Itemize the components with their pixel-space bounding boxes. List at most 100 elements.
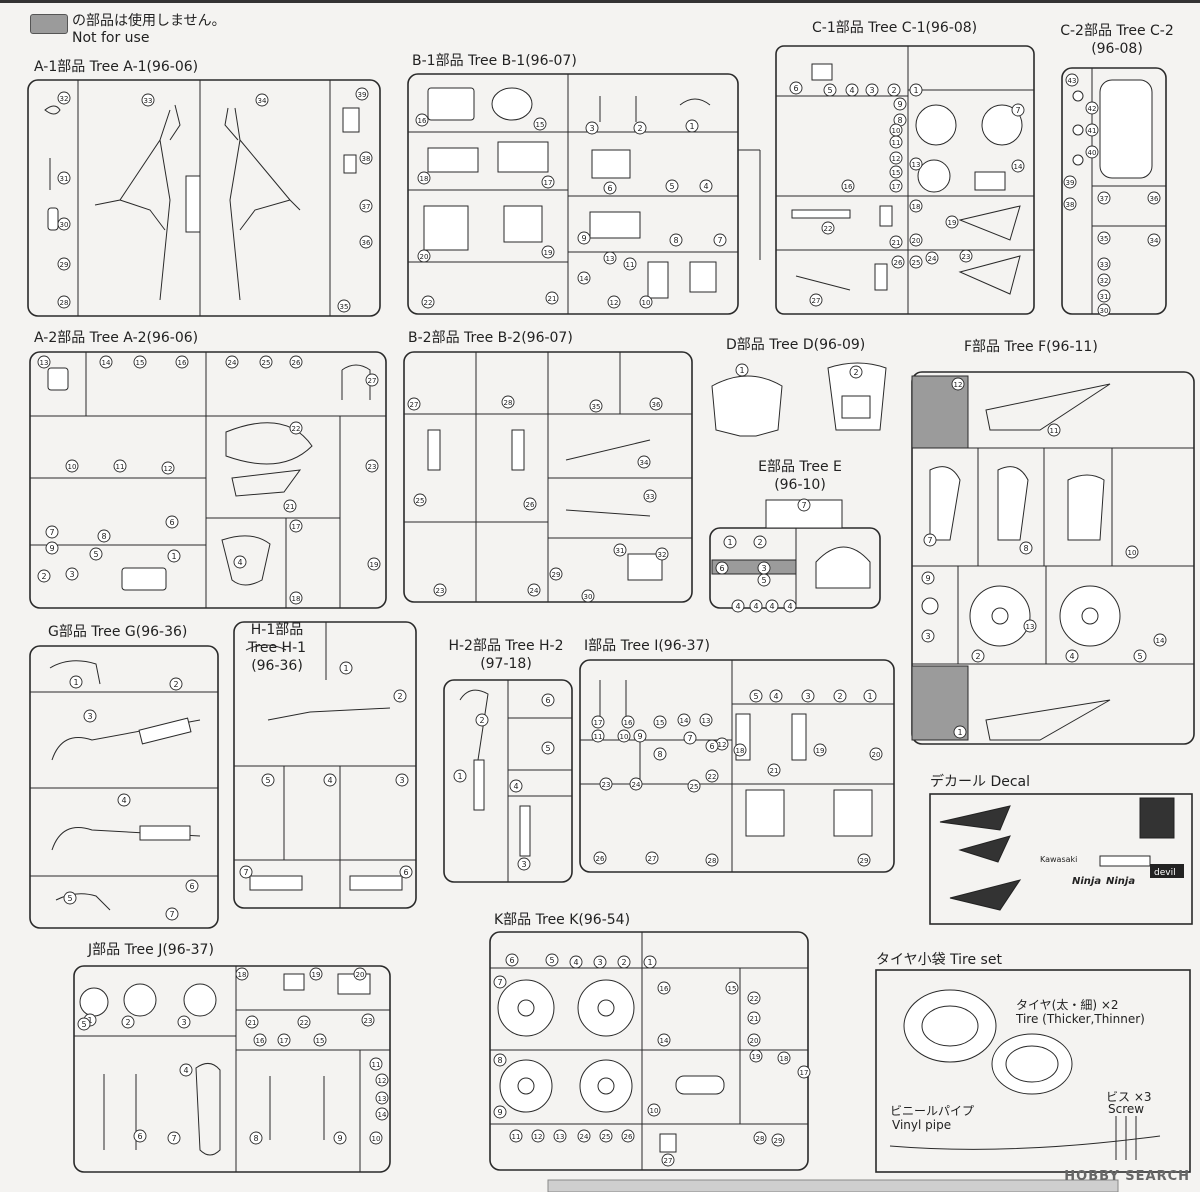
part-number-marker: 15: [653, 715, 667, 729]
part-number-marker: 33: [1097, 257, 1111, 271]
part-number-marker: 17: [889, 179, 903, 193]
part-number-marker: 25: [259, 355, 273, 369]
part-number: 39: [1066, 179, 1075, 187]
part-number: 8: [897, 116, 902, 125]
part-number: 8: [497, 1056, 502, 1065]
part-number-marker: 4: [509, 779, 523, 793]
part-number-marker: 23: [433, 583, 447, 597]
part-number: 4: [183, 1066, 188, 1075]
part-number-marker: 24: [925, 251, 939, 265]
part-number-marker: 23: [365, 459, 379, 473]
tree-d-parts: [711, 362, 887, 437]
part-number-marker: 5: [77, 1017, 91, 1031]
part-number-marker: 22: [297, 1015, 311, 1029]
part-number-marker: 12: [889, 151, 903, 165]
part-number: 15: [728, 985, 737, 993]
part-number-marker: 4: [569, 955, 583, 969]
part-number-marker: 5: [261, 773, 275, 787]
part-number-marker: 20: [417, 249, 431, 263]
tree-c2-label-line2: (96-08): [1091, 41, 1143, 57]
part-number: 8: [101, 532, 106, 541]
part-number: 2: [621, 958, 626, 967]
part-number-marker: 18: [909, 199, 923, 213]
part-number: 22: [424, 299, 433, 307]
part-number-marker: 6: [705, 739, 719, 753]
part-number: 4: [849, 86, 854, 95]
part-number-marker: 1: [909, 83, 923, 97]
part-number-marker: 4: [323, 773, 337, 787]
part-number: 7: [927, 536, 932, 545]
vinyl-pipe-label-en: Vinyl pipe: [892, 1118, 952, 1132]
part-number: 27: [812, 297, 821, 305]
part-number: 13: [702, 717, 711, 725]
part-number-marker: 8: [249, 1131, 263, 1145]
part-number: 2: [125, 1018, 130, 1027]
part-number: 9: [337, 1134, 342, 1143]
part-number-marker: 3: [83, 709, 97, 723]
part-number-marker: 27: [407, 397, 421, 411]
part-number-marker: 7: [1011, 103, 1025, 117]
part-number-marker: 13: [37, 355, 51, 369]
part-number-marker: 19: [945, 215, 959, 229]
part-number-marker: 3: [395, 773, 409, 787]
part-number: 2: [637, 124, 642, 133]
part-number: 23: [602, 781, 611, 789]
part-number-marker: 11: [889, 135, 903, 149]
part-number-marker: 6: [505, 953, 519, 967]
part-number: 4: [787, 602, 792, 611]
part-number: 8: [1023, 544, 1028, 553]
part-number: 16: [624, 719, 633, 727]
part-number: 12: [954, 381, 963, 389]
part-number: 6: [403, 868, 408, 877]
part-number-marker: 25: [413, 493, 427, 507]
part-number: 15: [656, 719, 665, 727]
part-number: 21: [770, 767, 779, 775]
part-number-marker: 20: [353, 967, 367, 981]
part-number-marker: 32: [655, 547, 669, 561]
part-number: 19: [752, 1053, 761, 1061]
part-number-marker: 14: [1153, 633, 1167, 647]
part-number-marker: 1: [735, 363, 749, 377]
tire-label-en: Tire (Thicker,Thinner): [1016, 1012, 1145, 1026]
part-number: 27: [648, 855, 657, 863]
tree-k-frame: [489, 931, 809, 1171]
part-number: 1: [87, 1016, 92, 1025]
part-number: 2: [479, 716, 484, 725]
part-number-marker: 14: [577, 271, 591, 285]
part-number: 2: [397, 692, 402, 701]
part-number-marker: 34: [1147, 233, 1161, 247]
part-number-marker: 3: [585, 121, 599, 135]
tree-a2-label: A-2部品 Tree A-2(96-06): [34, 330, 199, 346]
tree-k-label: K部品 Tree K(96-54): [494, 912, 631, 928]
tree-c1-label: C-1部品 Tree C-1(96-08): [812, 20, 978, 36]
part-number: 5: [827, 86, 832, 95]
tree-f-label: F部品 Tree F(96-11): [964, 339, 1098, 355]
part-number-marker: 2: [617, 955, 631, 969]
part-number-marker: 13: [603, 251, 617, 265]
part-number: 15: [892, 169, 901, 177]
part-number: 5: [753, 692, 758, 701]
part-number: 10: [68, 463, 77, 471]
part-number: 1: [457, 772, 462, 781]
tree-e-label-line1: E部品 Tree E: [758, 459, 842, 475]
part-number: 13: [1026, 623, 1035, 631]
part-number-marker: 9: [577, 231, 591, 245]
part-number: 3: [925, 632, 930, 641]
part-number: 9: [637, 732, 642, 741]
part-number-marker: 15: [725, 981, 739, 995]
part-number-marker: 29: [57, 257, 71, 271]
part-number-marker: 9: [333, 1131, 347, 1145]
part-number-marker: 2: [753, 535, 767, 549]
part-number: 14: [378, 1111, 387, 1119]
legend-text-ja: の部品は使用しません。: [72, 13, 226, 29]
part-number-marker: 7: [45, 525, 59, 539]
part-number: 20: [750, 1037, 759, 1045]
part-number: 7: [801, 501, 806, 510]
part-number-marker: 14: [99, 355, 113, 369]
part-number: 6: [709, 742, 714, 751]
part-number-marker: 18: [777, 1051, 791, 1065]
part-number-marker: 9: [921, 571, 935, 585]
part-number: 3: [69, 570, 74, 579]
part-number-marker: 21: [747, 1011, 761, 1025]
